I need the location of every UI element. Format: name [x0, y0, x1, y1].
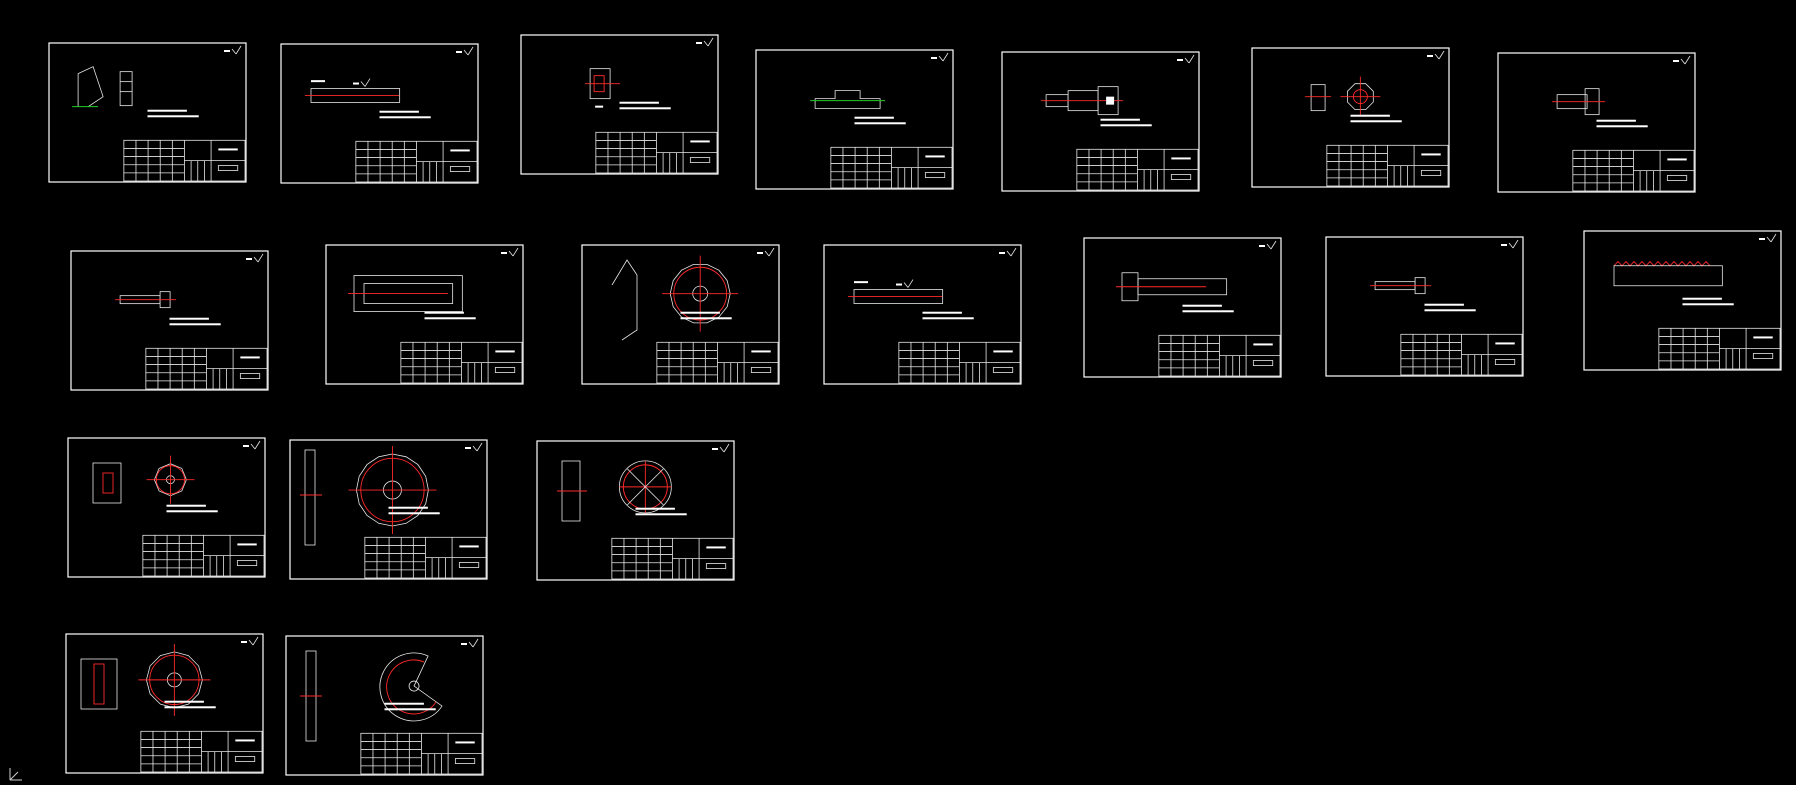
drawing-sheet[interactable] [1251, 47, 1450, 188]
drawing-sheet[interactable] [1083, 237, 1282, 378]
drawing-sheet[interactable] [520, 34, 719, 175]
drawing-sheet[interactable] [1325, 236, 1524, 377]
drawing-sheet[interactable] [536, 440, 735, 581]
drawing-sheet[interactable] [280, 43, 479, 184]
drawing-sheet[interactable] [285, 635, 484, 776]
drawing-sheet[interactable] [823, 244, 1022, 385]
drawing-sheet[interactable] [1583, 230, 1782, 371]
drawing-sheet[interactable] [289, 439, 488, 580]
drawing-sheet[interactable] [325, 244, 524, 385]
drawing-sheet[interactable] [70, 250, 269, 391]
drawing-sheet[interactable] [755, 49, 954, 190]
drawing-sheet[interactable] [48, 42, 247, 183]
ucs-axis-icon [9, 768, 22, 781]
drawing-sheet[interactable] [67, 437, 266, 578]
drawing-sheet[interactable] [1001, 51, 1200, 192]
drawing-sheet[interactable] [1497, 52, 1696, 193]
drawing-sheet[interactable] [581, 244, 780, 385]
drawing-sheet[interactable] [65, 633, 264, 774]
